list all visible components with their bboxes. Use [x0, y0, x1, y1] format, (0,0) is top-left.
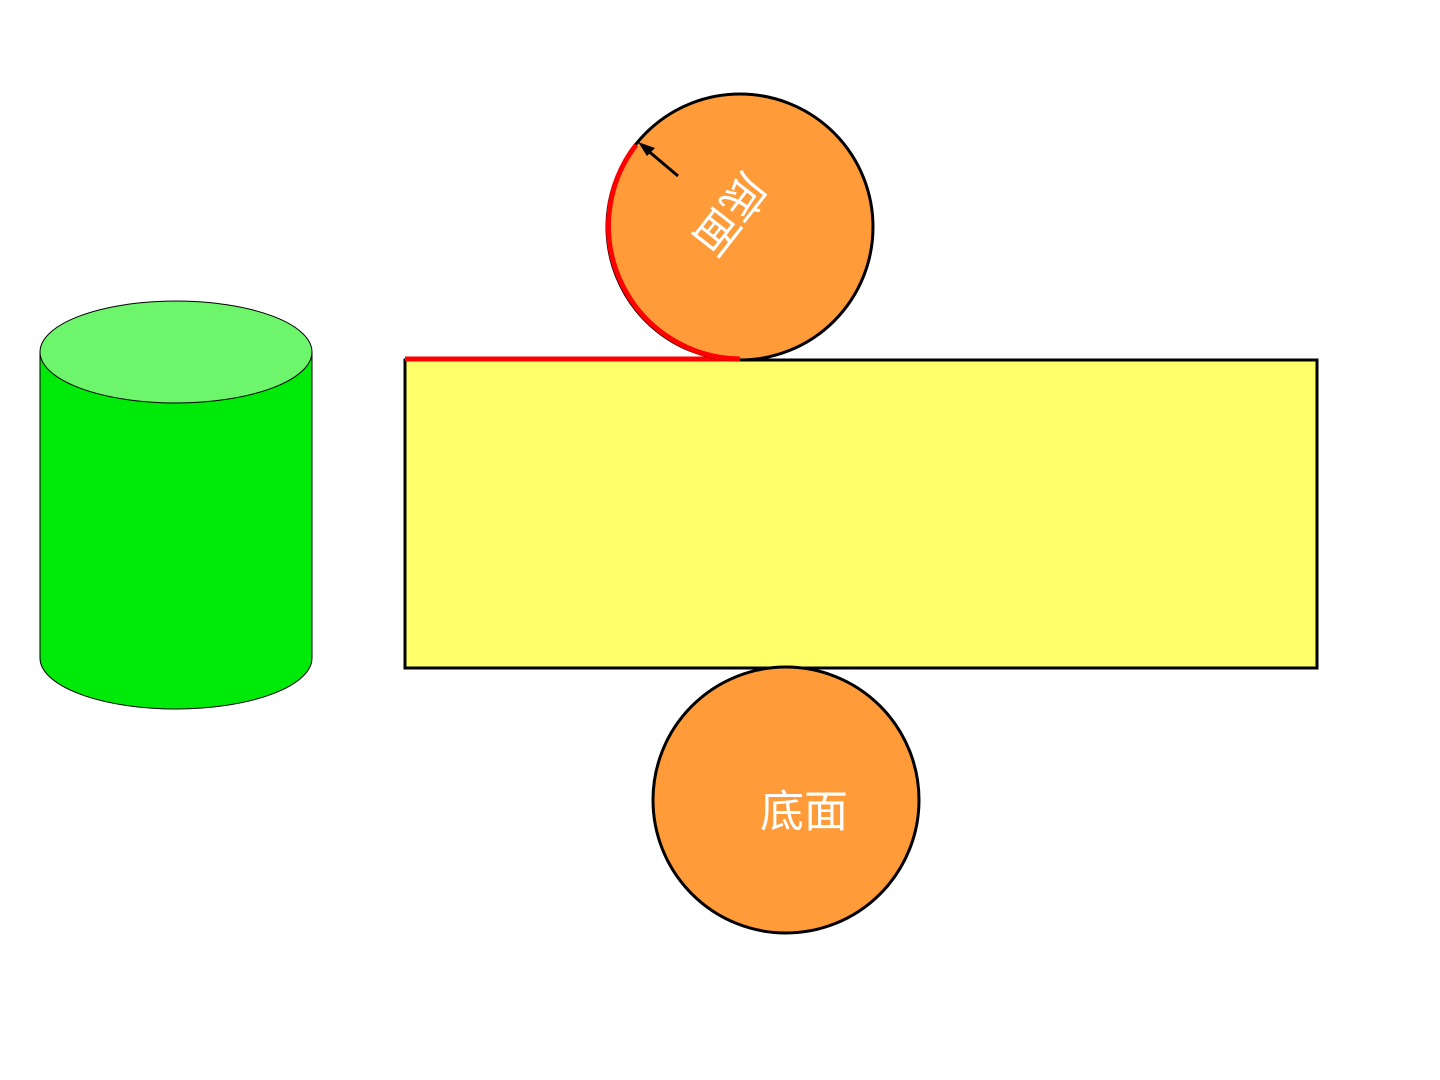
top-base-circle-group: 底面 — [605, 92, 875, 362]
lateral-face-rectangle — [403, 358, 1319, 670]
circle-highlight-arc — [605, 143, 741, 362]
cylinder-solid — [39, 300, 313, 710]
arrow-up-left-icon — [638, 142, 679, 178]
bottom-base-circle — [651, 665, 921, 935]
cylinder-body — [39, 351, 313, 710]
bottom-base-label: 底面 — [760, 787, 848, 838]
bottom-base-circle-group: 底面 — [651, 665, 921, 935]
cylinder-top-face — [39, 300, 313, 404]
